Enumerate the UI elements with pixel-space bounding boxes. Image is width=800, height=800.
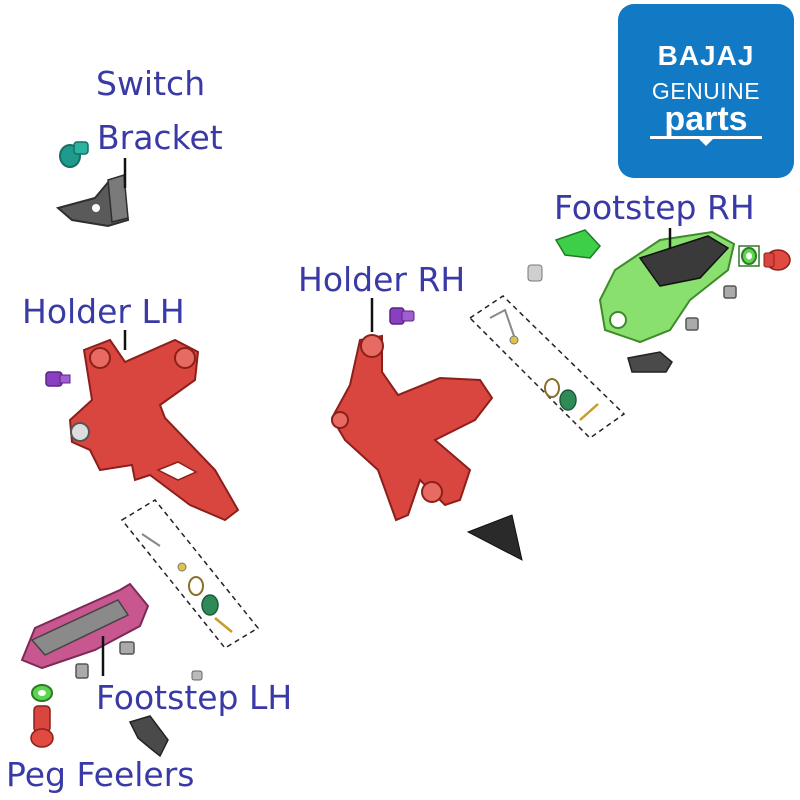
logo-brand-text: BAJAJ xyxy=(657,40,755,71)
logo-parts-text: parts xyxy=(664,100,748,138)
label-holder-rh: Holder RH xyxy=(298,260,466,299)
small-spacer-rh xyxy=(527,264,543,282)
holder-rh-part xyxy=(330,334,494,522)
label-footstep-rh: Footstep RH xyxy=(554,188,755,227)
switch-lever-lh xyxy=(128,715,169,758)
label-footstep-lh: Footstep LH xyxy=(96,678,293,717)
small-spacer-lh xyxy=(191,670,203,681)
holder-lh-part xyxy=(68,338,240,522)
heel-guard-part xyxy=(466,514,523,561)
label-holder-lh: Holder LH xyxy=(22,292,185,331)
footstep-rh-part xyxy=(554,229,737,344)
footstep-rh-pin-kit xyxy=(468,295,626,439)
logo-arrow-icon xyxy=(698,138,714,146)
switch-bracket-part xyxy=(55,174,130,228)
peg-feeler-rh xyxy=(738,245,791,271)
footstep-lh-part xyxy=(20,582,150,679)
peg-feeler-lh xyxy=(30,684,54,748)
holder-rh-bolt xyxy=(389,307,415,325)
logo-underline xyxy=(650,136,762,139)
label-switch: Switch xyxy=(96,64,206,103)
holder-lh-bolt xyxy=(45,371,71,387)
logo-genuine-text: GENUINE xyxy=(651,78,761,104)
switch-bracket-bolt xyxy=(59,141,89,168)
switch-lever-rh xyxy=(627,351,673,373)
footstep-lh-pin-kit xyxy=(120,499,260,649)
label-peg-feelers: Peg Feelers xyxy=(6,755,195,794)
label-bracket: Bracket xyxy=(97,118,223,157)
bajaj-genuine-parts-logo: BAJAJ GENUINE parts xyxy=(618,4,794,178)
